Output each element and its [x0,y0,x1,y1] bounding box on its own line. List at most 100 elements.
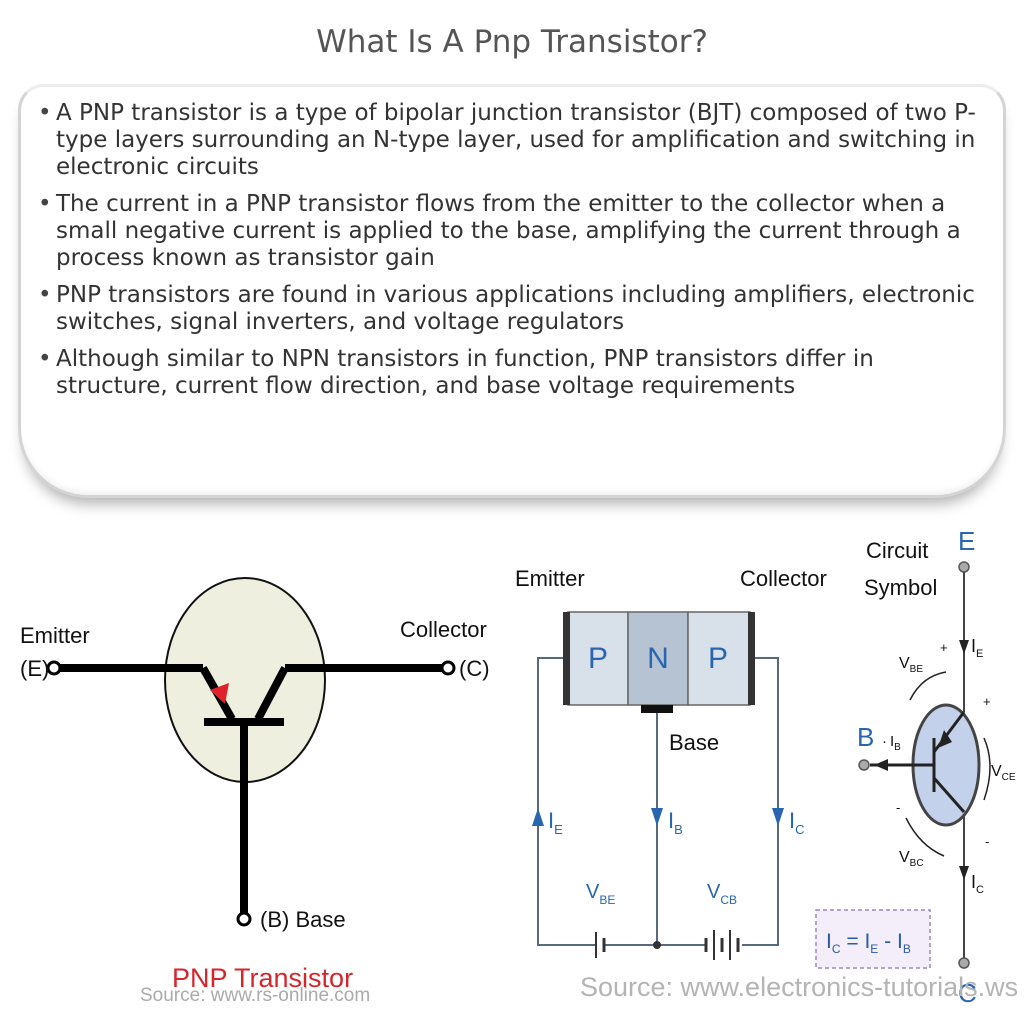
sym-ic-label: IC [971,872,984,896]
bullet-item: •PNP transistors are found in various ap… [38,282,988,336]
terminal-c-label: C [958,978,977,1008]
sym-vbc-minus: - [896,800,900,815]
formula-ib-main: I [897,930,903,953]
p-left-label: P [588,642,608,675]
formula-background [816,910,930,968]
bullet-list: •A PNP transistor is a type of bipolar j… [38,100,988,410]
formula-minus: - [878,930,897,953]
left-base-label: (B) Base [260,907,346,932]
vbc-arc-icon [905,817,945,857]
formula-ie-main: I [864,930,870,953]
sym-vbe-label: VBE [899,655,923,675]
middle-pnp-diagram: Emitter Collector P N P IE IB IC Base [515,566,827,960]
n-label: N [647,642,669,675]
formula-border-accent [815,909,931,969]
mid-ic-main: I [789,808,795,833]
formula-ib-sub: B [903,942,911,956]
junction-dot [653,941,661,949]
left-collector-tag: (C) [459,656,490,681]
sym-vce-minus: - [985,834,989,849]
p-layer-left [567,611,629,706]
bullet-text: Although similar to NPN transistors in f… [56,346,874,399]
sym-vbc-label: VBC [899,849,924,869]
left-caption: PNP Transistor [172,963,353,993]
base-terminal [236,911,252,927]
formula-eq: = [841,930,865,953]
left-source: Source: www.rs-online.com [140,985,370,1006]
sym-vbc-sub: BC [910,858,924,869]
collector-diagonal [254,666,289,721]
formula-text: IC = IE - IB [826,930,911,956]
mid-vbe-label: VBE [586,881,615,907]
formula-box: IC = IE - IB [815,909,931,969]
symbol-emitter-arrow-icon [938,730,952,748]
bullet-glyph: • [38,191,52,217]
bullet-text: PNP transistors are found in various app… [56,282,975,335]
left-collector-label: Collector [400,617,487,642]
sym-ib-main: I [890,733,894,750]
terminal-b-label: B [857,722,874,752]
c-terminal [958,957,970,969]
base-current-arrow-icon [874,759,888,771]
sym-ic-main: I [971,872,976,892]
collector-terminal [440,660,456,676]
sym-ib-label: ·IB [882,733,901,753]
e-terminal [958,561,970,573]
left-emitter-label: Emitter [20,623,90,648]
sym-vce-sub: CE [1002,772,1016,783]
sym-ic-sub: C [976,884,984,896]
sym-ib-sub: B [894,742,901,753]
formula-ie-sub: E [870,942,878,956]
left-pnp-diagram: Emitter (E) Collector (C) (B) Base PNP T… [20,577,490,1006]
emitter-arrow-icon [210,683,229,704]
collector-contact [748,612,755,705]
right-circuit-symbol: Circuit Symbol E B C IE IC ·IB VBE + VCE… [857,526,1016,1008]
bullet-item: •A PNP transistor is a type of bipolar j… [38,100,988,181]
mid-ie-main: I [548,808,554,833]
sym-vce-main: V [991,763,1002,780]
circuit-heading-2: Symbol [864,575,937,600]
symbol-collector-line [932,777,966,813]
vbe-arc-icon [909,671,947,701]
sym-vbc-main: V [899,849,910,866]
sym-vbe-sub: BE [910,664,924,675]
left-emitter-tag: (E) [20,656,49,681]
emitter-wire [537,657,596,946]
sym-ib-dot: · [882,733,887,750]
mid-base-label: Base [669,730,719,755]
bullet-text: A PNP transistor is a type of bipolar ju… [56,100,976,180]
terminal-e-label: E [958,526,975,556]
vce-arc-icon [983,737,991,801]
right-source: Source: www.electronics-tutorials.ws [580,972,1018,1002]
ib-arrow-icon [651,808,663,826]
bullet-glyph: • [38,346,52,372]
bullet-item: •Although similar to NPN transistors in … [38,346,988,400]
b-terminal [858,759,870,771]
formula-ic-main: I [826,930,832,953]
sym-vbe-plus: + [940,640,948,655]
base-contact [641,705,673,713]
sym-vbe-main: V [899,655,910,672]
mid-ie-label: IE [548,808,563,837]
bullet-glyph: • [38,282,52,308]
mid-ie-sub: E [554,822,563,837]
sym-vce-plus: + [983,694,991,709]
ie-arrow-icon [532,808,544,826]
bullet-item: •The current in a PNP transistor flows f… [38,191,988,272]
mid-vcb-sub: CB [720,893,737,907]
n-layer [627,611,689,706]
mid-ic-sub: C [795,822,804,837]
mid-emitter-label: Emitter [515,566,585,591]
ie-sym-arrow-icon [959,640,969,654]
ic-sym-arrow-icon [959,866,969,880]
p-right-label: P [708,642,728,675]
bullet-text: The current in a PNP transistor flows fr… [56,191,961,271]
sym-ie-main: I [971,636,976,656]
bullet-glyph: • [38,100,52,126]
mid-ib-main: I [668,808,674,833]
mid-collector-label: Collector [740,566,827,591]
sym-ie-label: IE [971,636,983,660]
mid-ib-label: IB [668,808,683,837]
p-layer-right [687,611,751,706]
